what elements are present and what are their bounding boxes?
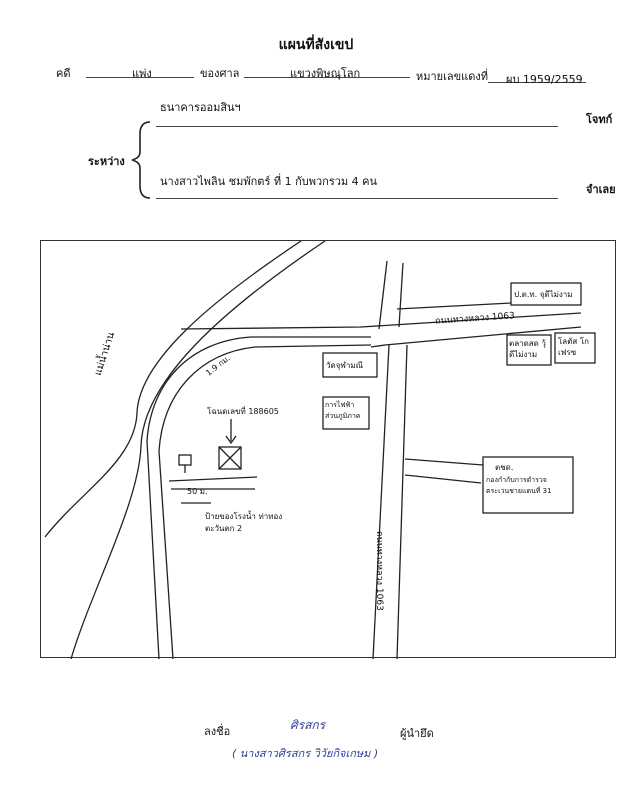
signature-role: ผู้นำยึด	[400, 727, 434, 740]
lotus-box	[554, 332, 596, 364]
river-bank-left	[44, 241, 302, 538]
market-box	[506, 334, 552, 366]
court-underline	[244, 77, 410, 78]
plot-arrow	[225, 419, 237, 445]
highway-h-top	[180, 312, 582, 330]
post-office-label: ป.ต.ท. จุดีไม่งาม	[514, 290, 573, 299]
number-value: ผบ 1959/2559	[506, 73, 583, 86]
plaintiff-role: โจทก์	[586, 113, 613, 126]
title-deed-label: โฉนดเลขที่ 188605	[207, 407, 279, 416]
police-top-label: ตชด.	[495, 463, 514, 472]
post-office-box	[510, 282, 582, 306]
electric-box	[322, 396, 370, 430]
case-underline	[86, 77, 194, 78]
sign-label: ป้ายของโรงน้ำ ท่าทองตะวันตก 2	[205, 512, 283, 533]
distance-label: 50 ม.	[187, 487, 208, 496]
sign-box	[178, 454, 192, 466]
road-post-office	[396, 302, 512, 310]
lane-plot	[168, 476, 258, 490]
number-label: หมายเลขแดงที่	[416, 70, 488, 83]
plot-cross	[218, 446, 242, 470]
highway-v-right	[396, 262, 408, 659]
map-drawing	[44, 241, 596, 659]
electric-label: การไฟฟ้า ส่วนภูมิภาค	[325, 401, 361, 420]
highway-h-bottom	[370, 326, 582, 348]
side-road-inner	[158, 344, 372, 659]
court-name: แขวงพิษณุโลก	[290, 67, 361, 80]
temple-label: วัดจุฬามณี	[326, 361, 364, 370]
sketch-map: แม่น้ำน่าน ถนนทางหลวง 1063 ถนนทางหลวง 10…	[40, 240, 616, 659]
number-underline	[488, 82, 586, 83]
highway-v-left	[372, 260, 390, 659]
document-title: แผนที่สังเขป	[278, 37, 354, 53]
defendant-underline	[156, 198, 558, 199]
defendant-name: นางสาวไพลิน ชมพักตร์ ที่ 1 กับพวกรวม 4 ค…	[160, 175, 378, 188]
plaintiff-underline	[156, 126, 558, 127]
defendant-role: จำเลย	[586, 183, 616, 196]
police-bottom-label: กองกำกับการตำรวจ ตระเวนชายแดนที่ 31	[486, 476, 552, 495]
plot-box	[218, 446, 242, 470]
road-police	[404, 458, 484, 484]
river-bank-right	[70, 241, 326, 659]
signature-printed-name: ( นางสาวศิรสกร วิวัยกิจเกษม )	[232, 747, 379, 760]
signature-handwritten: ศิรสกร	[290, 718, 326, 732]
case-type: แพ่ง	[132, 67, 152, 80]
side-road-outer	[146, 336, 371, 659]
lotus-label: โลตัส โกเฟรซ	[558, 337, 589, 357]
temple-box	[322, 352, 378, 378]
police-box	[482, 456, 574, 514]
market-label: ตลาดสด วุ้ดีไม่งาม	[509, 339, 546, 359]
brace-icon	[131, 121, 151, 199]
court-label: ของศาล	[200, 67, 240, 80]
sign-label-text: ลงชื่อ	[204, 725, 231, 738]
highway-vertical-label: ถนนทางหลวง 1063	[374, 531, 384, 611]
plaintiff-name: ธนาคารออมสินฯ	[160, 101, 241, 114]
between-label: ระหว่าง	[88, 155, 125, 168]
case-label: คดี	[56, 67, 71, 80]
